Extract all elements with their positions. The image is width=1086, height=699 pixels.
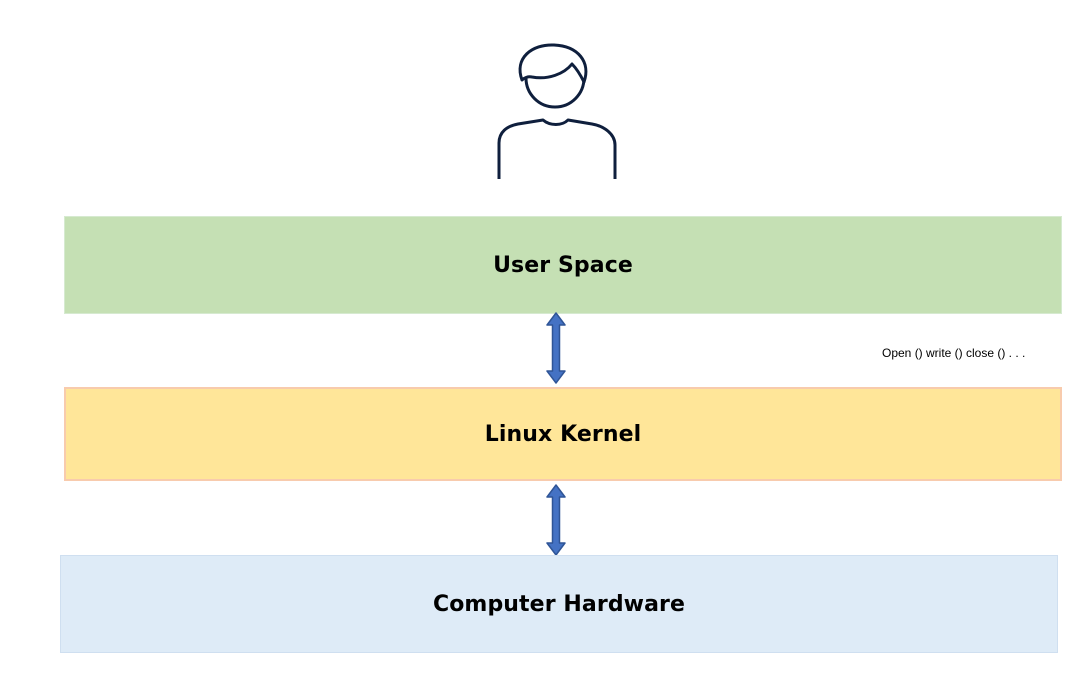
- computer-hardware-layer: Computer Hardware: [60, 555, 1058, 653]
- bidirectional-arrow-icon: [546, 312, 566, 384]
- bidirectional-arrow-icon: [546, 484, 566, 556]
- person-icon: [497, 43, 617, 179]
- syscall-note: Open () write () close () . . .: [882, 346, 1026, 360]
- linux-kernel-layer: Linux Kernel: [64, 387, 1062, 481]
- user-space-label: User Space: [493, 252, 633, 278]
- linux-kernel-label: Linux Kernel: [484, 421, 642, 447]
- user-space-layer: User Space: [64, 216, 1062, 314]
- user-person-icon: [492, 40, 624, 182]
- computer-hardware-label: Computer Hardware: [432, 591, 686, 617]
